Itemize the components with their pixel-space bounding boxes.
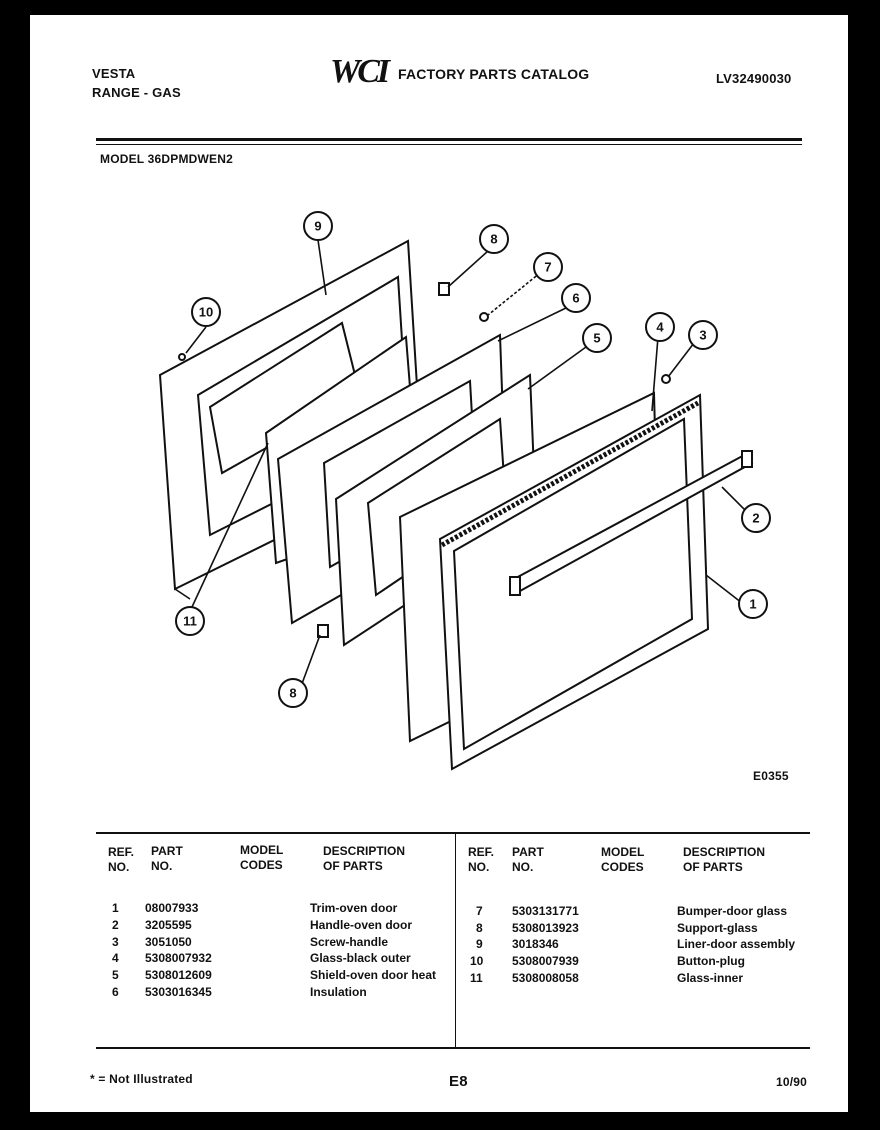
not-illustrated-note: * = Not Illustrated	[90, 1072, 193, 1086]
table-divider	[455, 834, 456, 1047]
callout-1: 1	[738, 589, 768, 619]
wci-logo: WCI	[330, 53, 390, 90]
table-top-rule	[96, 832, 810, 834]
callout-9: 9	[303, 211, 333, 241]
support-glass-clip-upper	[438, 282, 450, 296]
callout-11: 11	[175, 606, 205, 636]
catalog-code: LV32490030	[716, 71, 792, 86]
callout-4: 4	[645, 312, 675, 342]
svg-text:7: 7	[544, 260, 551, 275]
callout-8-lower: 8	[278, 678, 308, 708]
revision-date: 10/90	[776, 1075, 808, 1089]
callout-3: 3	[688, 320, 718, 350]
callout-10: 10	[191, 297, 221, 327]
svg-text:6: 6	[572, 291, 579, 306]
header-rule	[96, 138, 802, 141]
exploded-oven-door-diagram: 1 2 3 4 5 6 7 8 8 9 10 11	[158, 211, 771, 771]
svg-text:10: 10	[199, 305, 213, 320]
table-bottom-rule	[96, 1047, 810, 1049]
bumper-door-glass-part	[479, 312, 489, 322]
svg-text:2: 2	[752, 511, 759, 526]
svg-text:8: 8	[289, 686, 296, 701]
svg-text:1: 1	[749, 597, 756, 612]
callout-6: 6	[561, 283, 591, 313]
button-plug-part	[178, 353, 186, 361]
svg-text:11: 11	[183, 614, 197, 629]
header-ref-right: REF.NO.	[468, 845, 495, 874]
callout-8-upper: 8	[479, 224, 509, 254]
catalog-page: VESTA RANGE - GAS WCI FACTORY PARTS CATA…	[30, 15, 848, 1112]
svg-text:4: 4	[656, 320, 664, 335]
model-label: MODEL 36DPMDWEN2	[100, 152, 233, 166]
callout-2: 2	[741, 503, 771, 533]
svg-text:9: 9	[314, 219, 321, 234]
callout-7: 7	[533, 252, 563, 282]
product-type: RANGE - GAS	[92, 85, 181, 100]
header-ref-left: REF.NO.	[108, 845, 135, 874]
brand-name: VESTA	[92, 66, 136, 81]
page-number: E8	[449, 1073, 468, 1090]
svg-text:5: 5	[593, 331, 600, 346]
callout-5: 5	[582, 323, 612, 353]
support-glass-clip-lower	[317, 624, 329, 638]
door-handle-part	[509, 450, 754, 596]
svg-text:3: 3	[699, 328, 706, 343]
diagram-code: E0355	[753, 769, 789, 783]
svg-text:8: 8	[490, 232, 497, 247]
header-rule-thin	[96, 144, 802, 145]
catalog-title: FACTORY PARTS CATALOG	[398, 66, 590, 82]
trim-oven-door-part	[438, 393, 710, 771]
